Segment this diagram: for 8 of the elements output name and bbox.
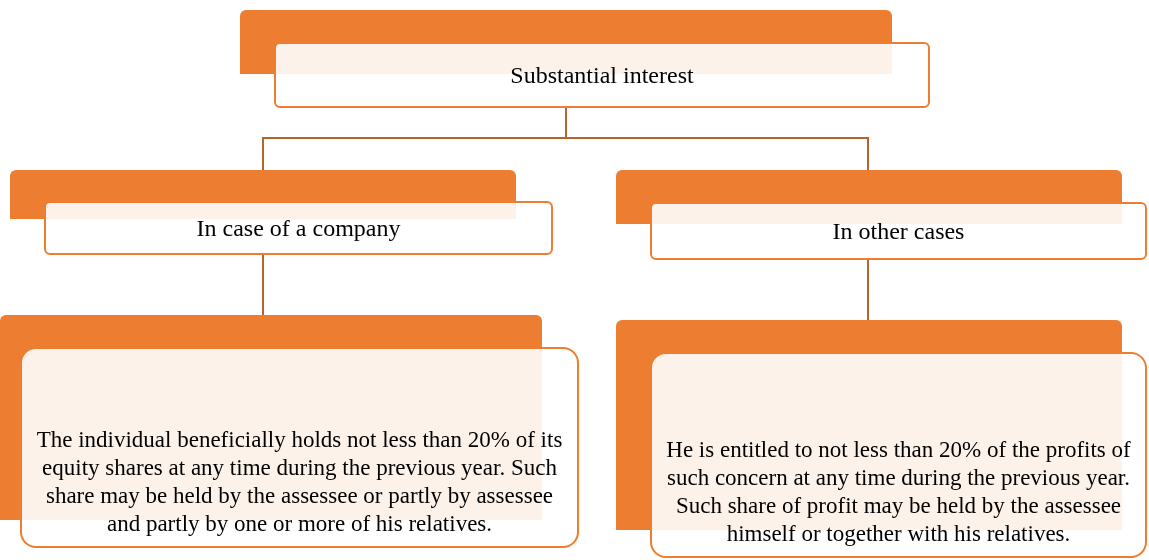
connector-line: [262, 254, 264, 316]
description-text: He is entitled to not less than 20% of the profits of such concern at any time during the previous year. Such share of profit may be held by the assessee himself or together with his relatives.: [665, 436, 1132, 548]
heading-text: In case of a company: [196, 214, 401, 242]
heading-text: Substantial interest: [510, 61, 694, 89]
heading-text: In other cases: [832, 217, 965, 245]
connector-line: [565, 107, 869, 171]
connector-line: [867, 259, 869, 321]
description-text: The individual beneficially holds not less than 20% of its equity shares at any time during the previous year. Such share may be held by the assessee or partly by assessee and partly by one or more of his relatives.: [35, 426, 564, 538]
